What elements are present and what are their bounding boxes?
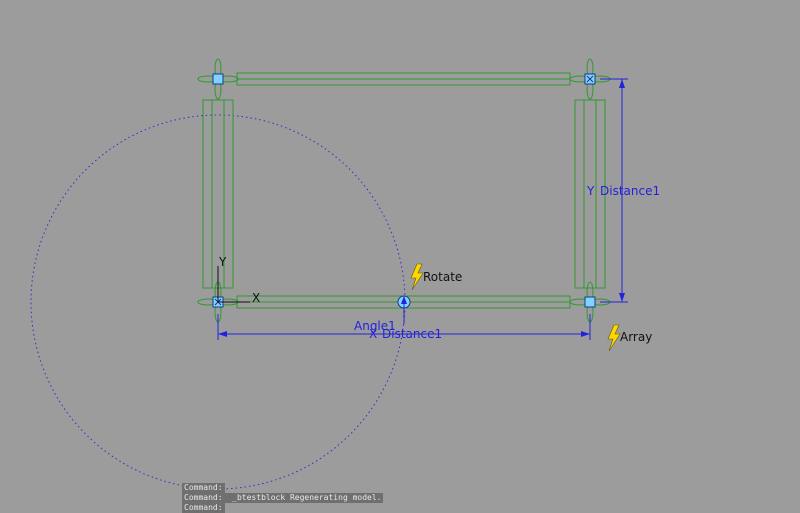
left-rail[interactable] <box>202 99 234 289</box>
ucs-x-label: X <box>252 291 260 305</box>
rotate-action-icon[interactable] <box>410 263 424 291</box>
top-rail[interactable] <box>236 72 571 86</box>
right-rail[interactable] <box>574 99 606 289</box>
angle-parameter[interactable] <box>401 296 407 324</box>
ucs-y-label: Y <box>218 255 227 269</box>
vertical-distance-prefix: Y <box>586 184 595 198</box>
rotate-action-label[interactable]: Rotate <box>423 270 462 284</box>
angle-label[interactable]: Angle1 <box>354 319 396 333</box>
command-line-3: Command: <box>182 503 225 513</box>
vertical-dimension[interactable] <box>600 78 628 303</box>
horizontal-distance-label[interactable]: Distance1 <box>382 327 442 341</box>
array-action-icon[interactable] <box>607 324 621 352</box>
command-line-2: Command: _btestblock Regenerating model. <box>182 493 384 503</box>
grip-top-right[interactable] <box>584 73 596 85</box>
grip-top-left[interactable] <box>212 73 224 85</box>
vertical-distance-label[interactable]: Distance1 <box>600 184 660 198</box>
grip-bottom-right[interactable] <box>584 296 596 308</box>
array-action-label[interactable]: Array <box>620 330 652 344</box>
command-line-1: Command: <box>182 483 225 493</box>
ucs-icon <box>217 266 250 303</box>
horizontal-dimension[interactable] <box>217 314 591 340</box>
horizontal-distance-prefix: X <box>369 327 377 341</box>
